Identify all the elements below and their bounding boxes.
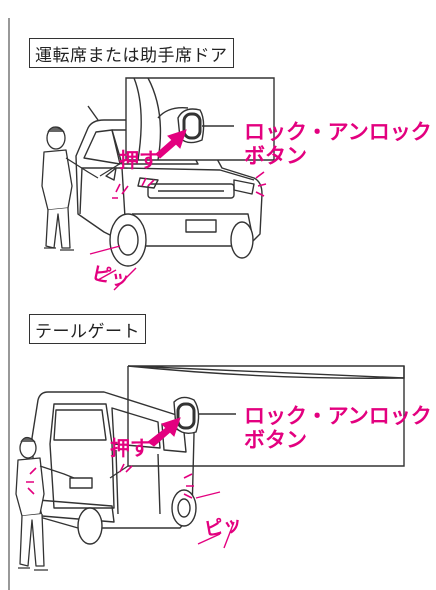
door-beep-lines [89,245,137,291]
inset-pointer-line [99,159,127,177]
tailgate-button-callout-line1: ロック・アンロック [244,404,432,428]
door-push-label: 押す [119,148,159,172]
tailgate-button-callout: ロック・アンロック ボタン [244,404,432,452]
door-button-callout-line1: ロック・アンロック [244,120,432,144]
door-illustration [75,105,263,267]
tailgate-push-label: 押す [110,436,150,460]
manual-page: 運転席または助手席ドア 押す ロック・アンロック ボタン ピッ テールゲート 押… [8,8,432,590]
tailgate-flash-marks [26,463,194,499]
door-request-switch [182,112,202,140]
tailgate-button-callout-line2: ボタン [244,428,307,452]
tailgate-beep-lines [195,491,235,549]
tailgate-illustration [31,391,197,545]
tailgate-push-arrow [147,417,181,447]
inset-pointer-line [109,465,129,479]
section-title-door: 運転席または助手席ドア [29,38,234,68]
door-button-callout-line2: ボタン [244,144,307,168]
door-flash-marks [112,171,267,199]
illustration-canvas [8,18,405,590]
person-figure [41,126,99,251]
door-button-callout: ロック・アンロック ボタン [244,120,432,168]
door-push-arrow [155,129,187,159]
section-title-tailgate: テールゲート [29,314,146,344]
tailgate-request-switch [176,402,196,430]
person-figure [15,436,75,571]
